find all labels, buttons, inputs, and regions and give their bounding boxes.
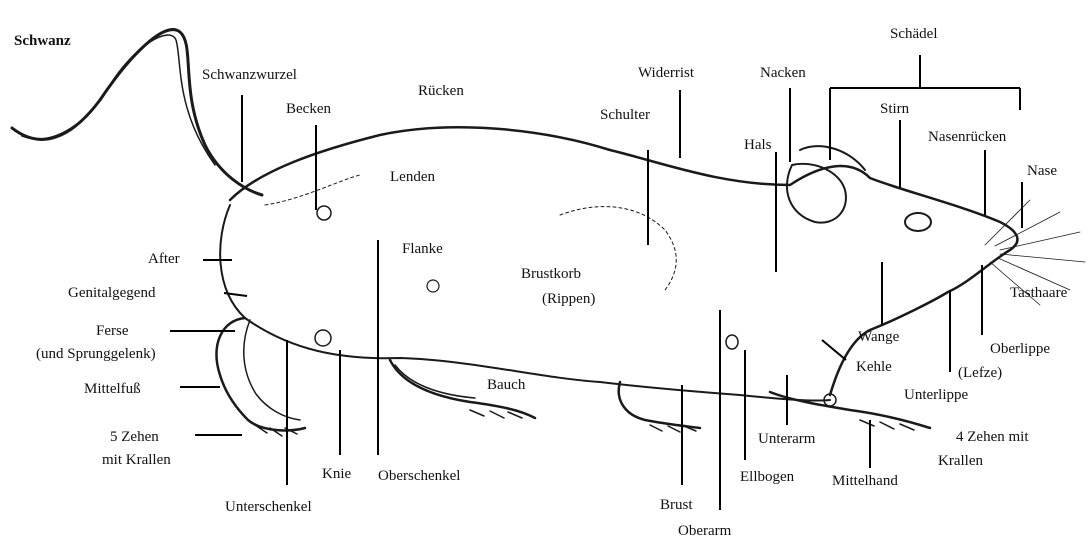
ear xyxy=(787,164,846,223)
label-knie: Knie xyxy=(322,465,351,483)
label-schulter: Schulter xyxy=(600,106,650,124)
label-becken: Becken xyxy=(286,100,331,118)
label-rippen: (Rippen) xyxy=(542,290,595,308)
label-nasenruecken: Nasenrücken xyxy=(928,128,1006,146)
tail xyxy=(12,30,262,195)
label-sprunggelenk: (und Sprunggelenk) xyxy=(36,345,156,363)
label-brustkorb: Brustkorb xyxy=(521,265,581,283)
label-tasthaare: Tasthaare xyxy=(1010,284,1067,302)
label-ellbogen: Ellbogen xyxy=(740,468,794,486)
label-unterschenkel: Unterschenkel xyxy=(225,498,312,516)
label-zehen4-a: 4 Zehen mit xyxy=(956,428,1028,446)
label-stirn: Stirn xyxy=(880,100,909,118)
label-lenden: Lenden xyxy=(390,168,435,186)
label-ferse: Ferse xyxy=(96,322,129,340)
label-after: After xyxy=(148,250,180,268)
label-brust: Brust xyxy=(660,496,693,514)
label-mittelfuss: Mittelfuß xyxy=(84,380,141,398)
label-nacken: Nacken xyxy=(760,64,806,82)
label-hals: Hals xyxy=(744,136,772,154)
label-oberarm: Oberarm xyxy=(678,522,731,540)
label-schaedel: Schädel xyxy=(890,25,937,43)
label-ruecken: Rücken xyxy=(418,82,464,100)
label-widerrist: Widerrist xyxy=(638,64,694,82)
leader-lines xyxy=(170,55,1022,510)
label-zehen5-b: mit Krallen xyxy=(102,451,171,469)
label-oberschenkel: Oberschenkel xyxy=(378,467,460,485)
hind-leg xyxy=(216,318,305,430)
label-schwanz: Schwanz xyxy=(14,32,71,50)
label-zehen5-a: 5 Zehen xyxy=(110,428,159,446)
label-bauch: Bauch xyxy=(487,376,525,394)
label-flanke: Flanke xyxy=(402,240,443,258)
label-mittelhand: Mittelhand xyxy=(832,472,898,490)
label-nase: Nase xyxy=(1027,162,1057,180)
label-schwanzwurzel: Schwanzwurzel xyxy=(202,66,297,84)
label-zehen4-b: Krallen xyxy=(938,452,983,470)
label-wange: Wange xyxy=(858,328,899,346)
label-unterarm: Unterarm xyxy=(758,430,815,448)
label-lefze: (Lefze) xyxy=(958,364,1002,382)
label-unterlippe: Unterlippe xyxy=(904,386,968,404)
belly xyxy=(220,205,830,401)
label-kehle: Kehle xyxy=(856,358,892,376)
label-genitalgegend: Genitalgegend xyxy=(68,284,155,302)
label-oberlippe: Oberlippe xyxy=(990,340,1050,358)
eye xyxy=(905,213,931,231)
